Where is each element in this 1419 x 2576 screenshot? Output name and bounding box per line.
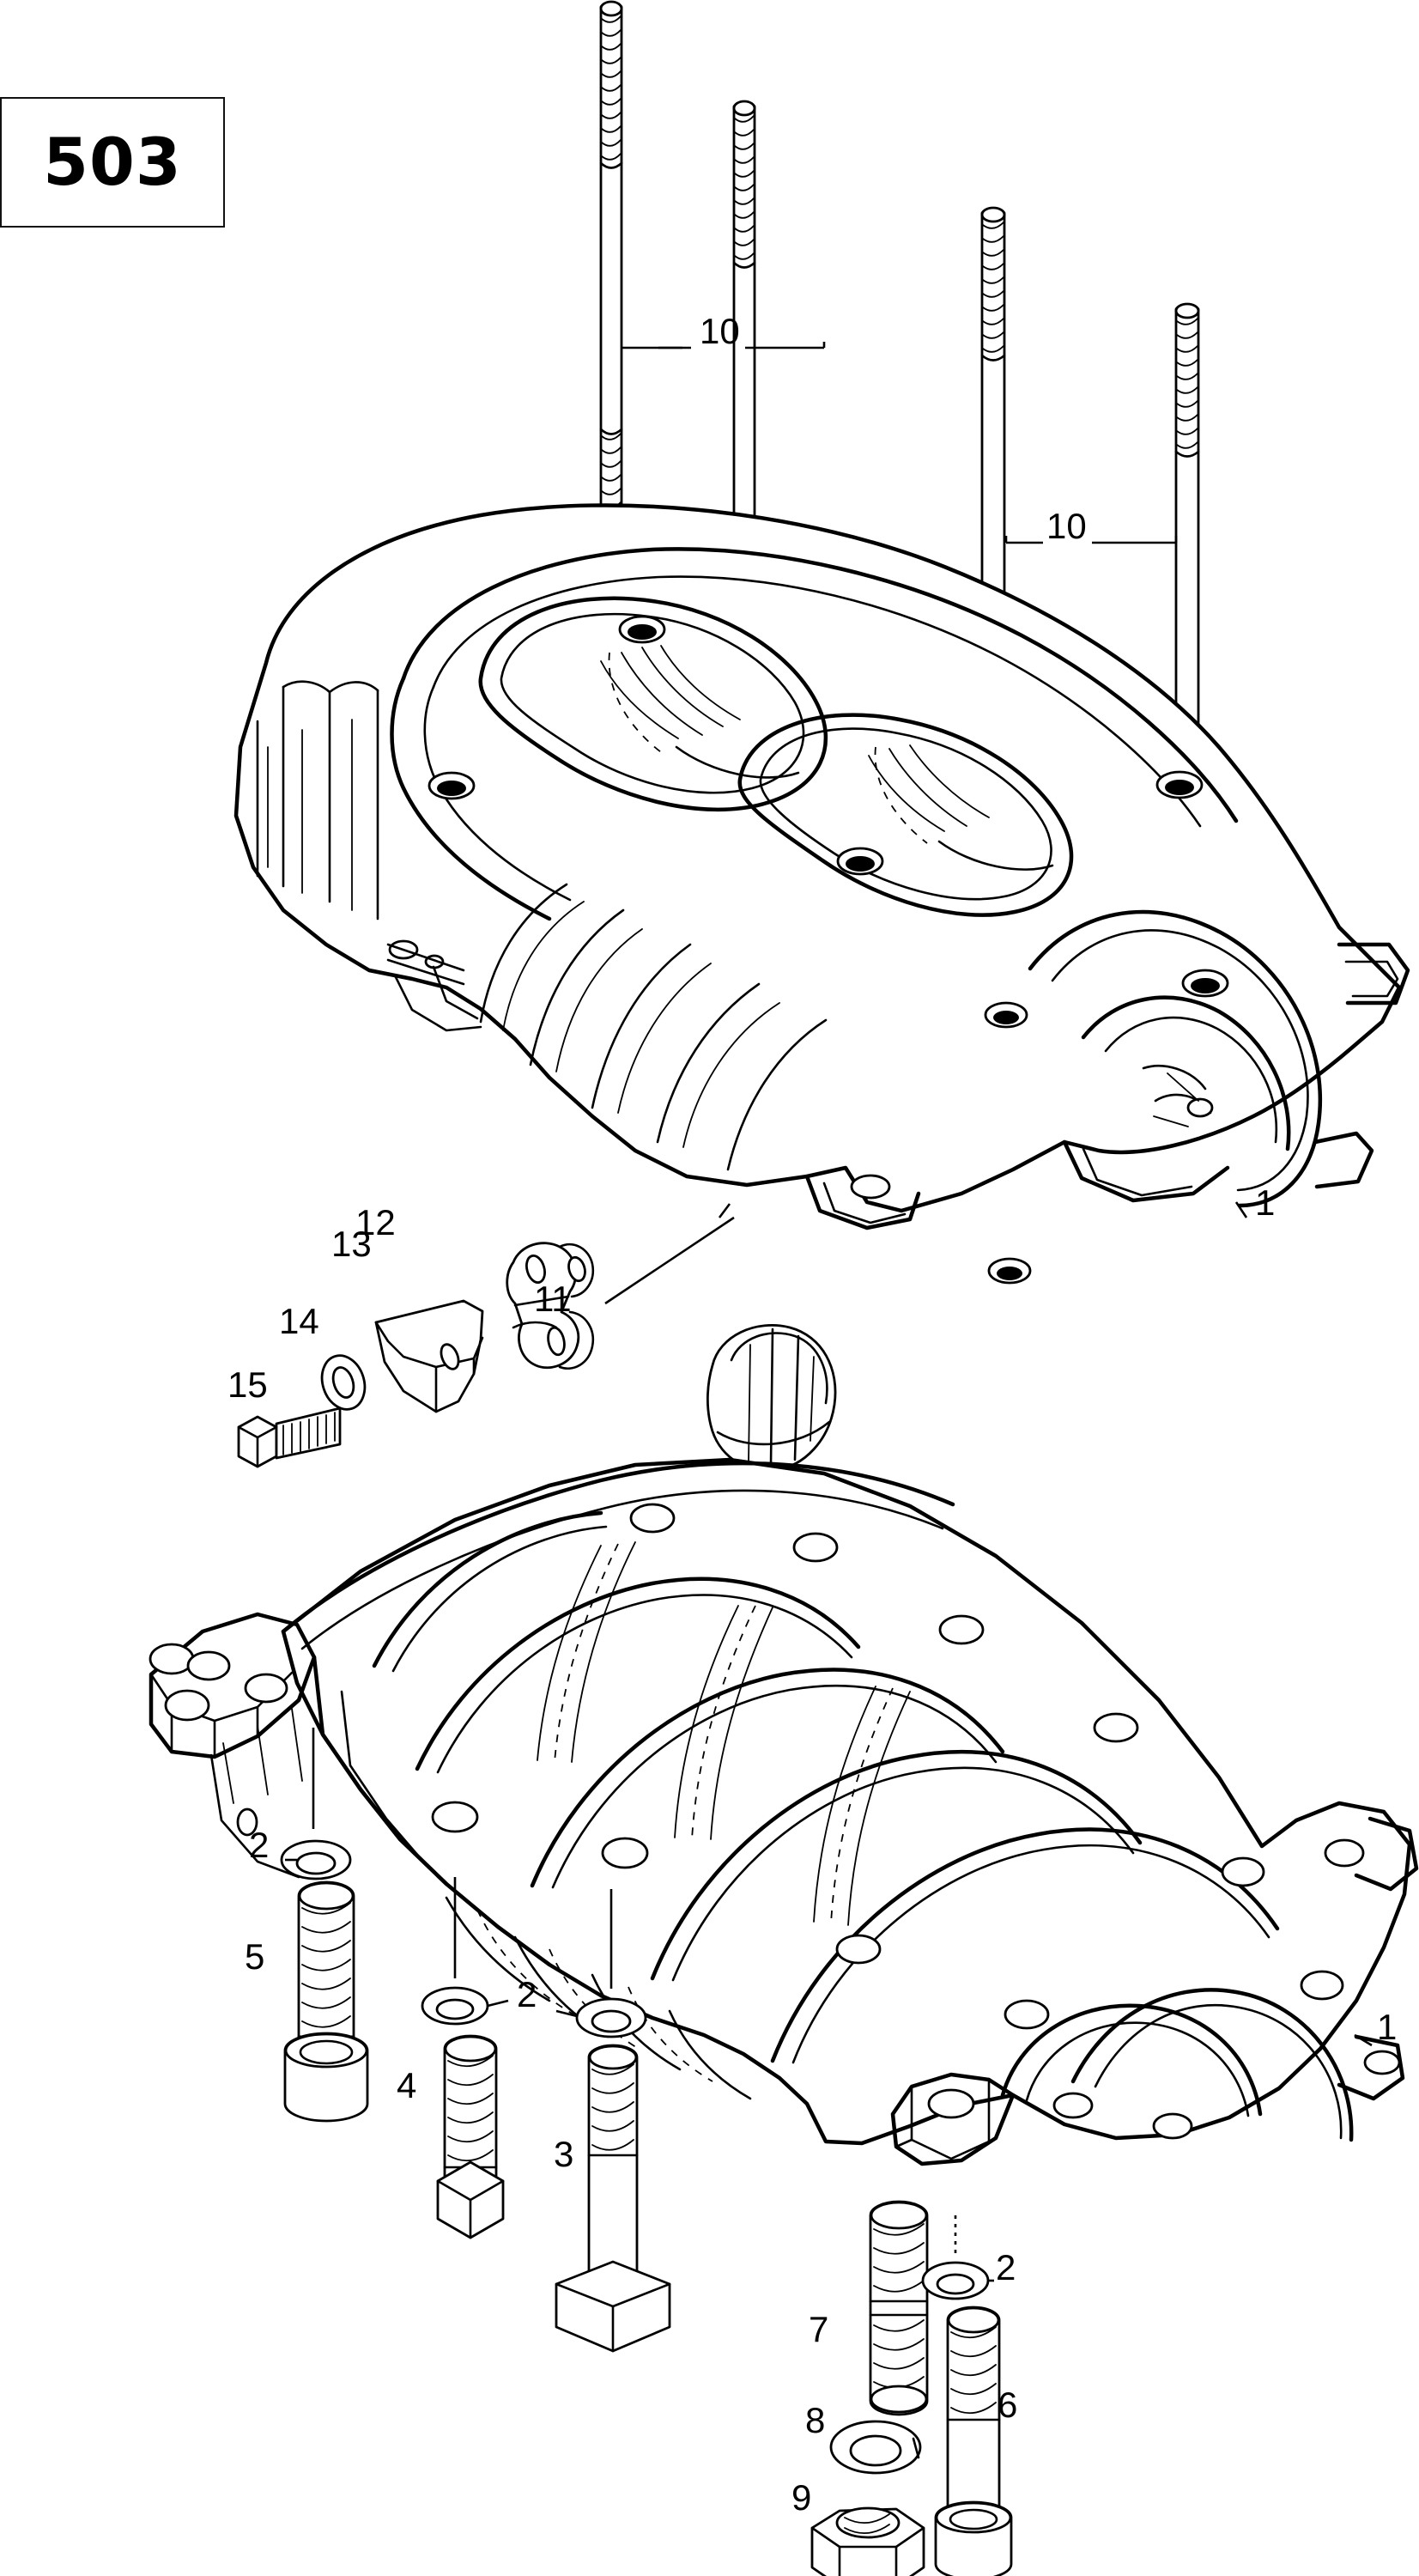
part-15-screw: [237, 1406, 342, 1468]
leader-12b: [718, 1203, 731, 1218]
callout-13: 13: [331, 1224, 372, 1264]
leader-1-lower: [1354, 2033, 1373, 2047]
callout-10-a: 10: [700, 311, 740, 351]
callout-leaders-10: [622, 342, 1178, 544]
callout-4: 4: [397, 2065, 417, 2105]
leader-1-upper: [1234, 1201, 1248, 1218]
fastener-stud-7: [869, 2200, 929, 2416]
callout-1-lower: 1: [1377, 2007, 1398, 2047]
part-13-bracket: [374, 1299, 484, 1413]
callout-11: 11: [534, 1279, 572, 1319]
callout-2-a: 2: [249, 1825, 270, 1865]
callout-3: 3: [554, 2134, 574, 2174]
callout-2-c: 2: [996, 2247, 1016, 2287]
stud-a: [599, 0, 623, 558]
callout-15: 15: [227, 1364, 268, 1405]
plate-number: 503: [43, 124, 182, 200]
fastener-bolt-3: [555, 2044, 671, 2353]
lower-case-bolt-holes: [431, 1503, 1365, 2030]
callout-2-b: 2: [517, 1974, 537, 2014]
fastener-hexnut-9: [810, 2506, 925, 2576]
callout-6: 6: [998, 2385, 1018, 2425]
callout-7: 7: [809, 2309, 829, 2349]
plate-number-box: 503: [0, 97, 225, 228]
fastener-washer-2d: [921, 2215, 994, 2300]
callout-14: 14: [279, 1301, 319, 1341]
fastener-washer-2a: [280, 1728, 352, 1880]
fastener-lockwasher-8: [829, 2420, 922, 2475]
callout-5: 5: [245, 1936, 265, 1977]
fastener-washer-2b: [421, 1877, 509, 2026]
fastener-bolt-5: [283, 1880, 369, 2123]
part-11-bearing: [706, 1324, 837, 1472]
fastener-washer-2c: [555, 1889, 647, 2038]
callout-9: 9: [791, 2477, 812, 2518]
upper-crankcase-half: [233, 503, 1410, 1285]
lower-crankcase-half: [149, 1457, 1419, 2166]
main-bearing-saddles: [372, 1510, 1280, 2064]
callout-8: 8: [805, 2400, 826, 2440]
deck-bolt-holes: [428, 615, 1229, 1285]
callout-10-b: 10: [1046, 506, 1087, 546]
fastener-bolt-6: [934, 2306, 1013, 2576]
callout-12: 12: [355, 1202, 396, 1242]
part-14-washer: [320, 1354, 367, 1411]
callout-1-upper: 1: [1255, 1182, 1276, 1223]
part-12-clamp: [506, 1242, 595, 1370]
leader-12: [604, 1216, 735, 1305]
fastener-bolt-4: [436, 2034, 505, 2239]
